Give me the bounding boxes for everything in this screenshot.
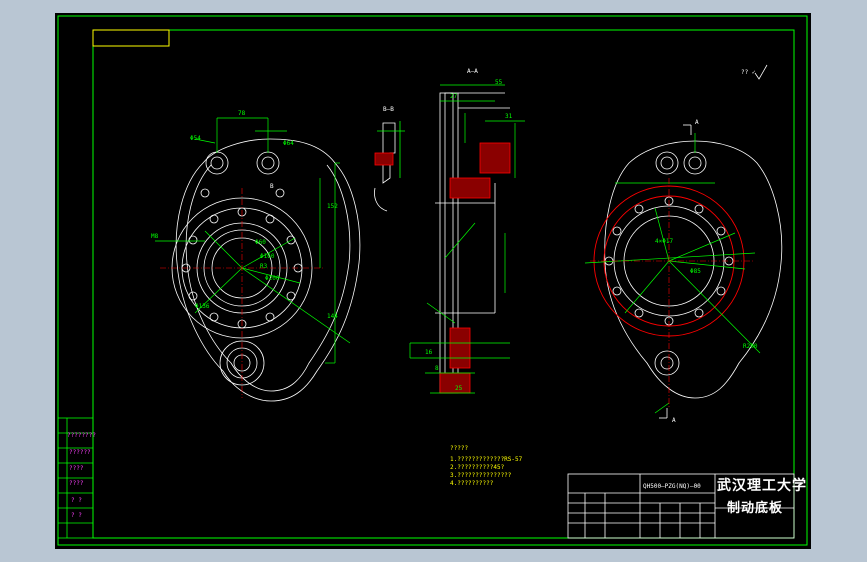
note-3: 3.??????????????? — [450, 472, 512, 479]
dim-phi200: Φ200 — [265, 275, 280, 282]
cad-viewport[interactable]: 武汉理工大学 制动底板 QH500—PZG(NQ)—00 B—B A—A ???… — [55, 13, 811, 549]
section-arrows — [659, 124, 692, 419]
section-bb — [374, 121, 405, 212]
label-a-top: A — [695, 119, 699, 126]
drawing-sheet — [57, 15, 808, 546]
dim-phi64: Φ64 — [283, 140, 294, 147]
roughness-label: ?? ✓ — [741, 69, 756, 76]
right-view-dims — [584, 133, 761, 414]
school-name: 武汉理工大学 — [717, 478, 807, 494]
strip-label-3: ???? — [69, 465, 84, 472]
dim-27: 27 — [450, 93, 458, 100]
dim-16: 16 — [425, 349, 433, 356]
note-4: 4.?????????? — [450, 480, 494, 487]
note-1: 1.?????????????RS-57 — [450, 456, 523, 463]
left-view-dims — [155, 117, 351, 364]
dim-phi85: Φ85 — [690, 268, 701, 275]
left-label-strip — [57, 417, 94, 539]
title-block — [567, 473, 795, 539]
dim-r200: R200 — [743, 343, 758, 350]
dim-m8: M8 — [151, 233, 159, 240]
strip-label-4: ???? — [69, 480, 84, 487]
dim-144: 144 — [327, 313, 338, 320]
dim-152: 152 — [327, 203, 338, 210]
dim-78: 78 — [238, 110, 246, 117]
roughness-mark — [754, 64, 768, 80]
section-aa — [435, 92, 511, 394]
dim-phi54: Φ54 — [190, 135, 201, 142]
right-view-center — [590, 178, 755, 408]
strip-label-2: ?????? — [69, 449, 91, 456]
right-view-boltholes — [604, 196, 734, 326]
drawing-number: QH500—PZG(NQ)—00 — [643, 483, 701, 490]
notes-heading: ????? — [450, 445, 469, 452]
strip-label-6: ? ? — [71, 512, 82, 519]
project-code-box — [92, 29, 170, 47]
left-view — [171, 138, 361, 402]
note-2: 2.??????????45? — [450, 464, 505, 471]
dim-25: 25 — [455, 385, 463, 392]
section-bb-label: B—B — [383, 106, 394, 113]
dim-31: 31 — [505, 113, 513, 120]
dim-phi60: Φ60 — [255, 239, 266, 246]
section-aa-label: A—A — [467, 68, 478, 75]
label-a-bottom: A — [672, 417, 676, 424]
outer-frame — [57, 15, 808, 546]
inner-frame — [92, 29, 795, 539]
left-view-center — [160, 188, 325, 398]
strip-label-1: ???????? — [67, 432, 96, 439]
section-aa-dims — [409, 84, 525, 394]
dim-phi160: Φ160 — [260, 253, 275, 260]
dim-r3: R3 — [260, 263, 268, 270]
dim-55: 55 — [495, 79, 503, 86]
strip-label-5: ? ? — [71, 497, 82, 504]
dim-4xphi17: 4×Φ17 — [655, 238, 674, 245]
dim-phi136: Φ136 — [195, 303, 210, 310]
label-b: B — [270, 183, 274, 190]
part-name: 制动底板 — [727, 501, 784, 516]
dim-8: 8 — [435, 365, 439, 372]
